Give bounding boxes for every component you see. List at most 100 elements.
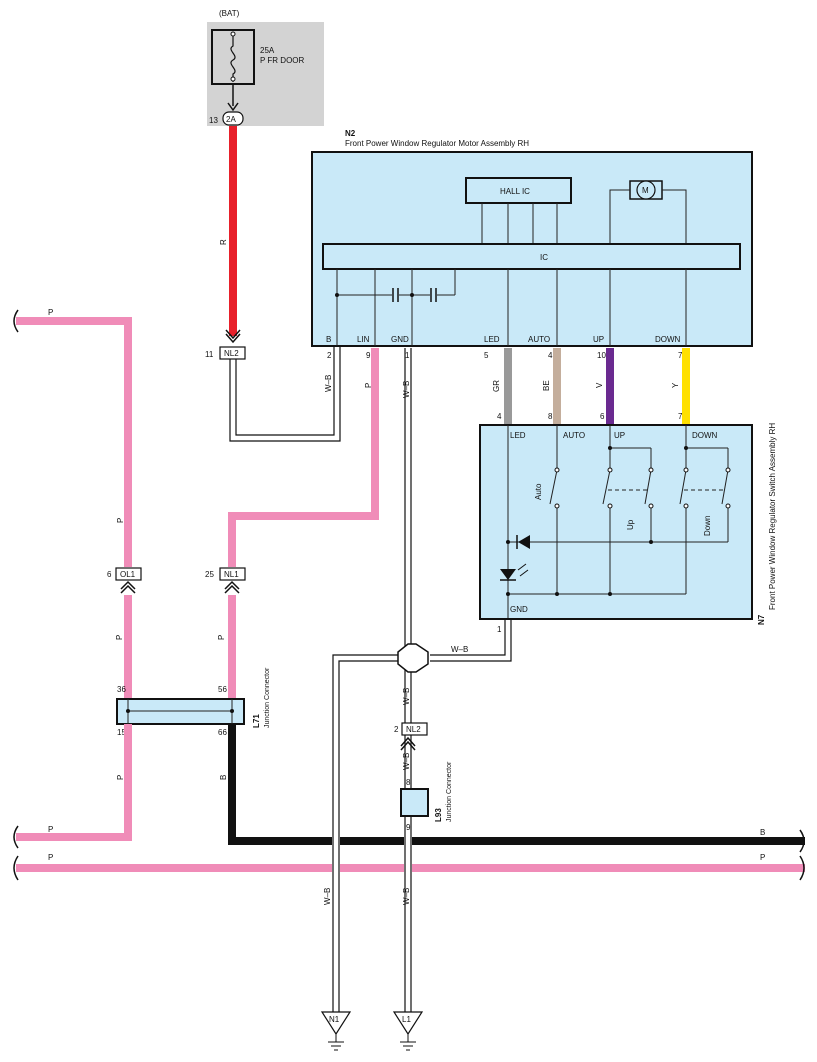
nl2-top-label: NL2 xyxy=(224,349,239,358)
wire-label-p-bottom-3: P xyxy=(760,853,765,862)
n2-pin-1: 1 xyxy=(405,351,410,360)
l71-id: L71 xyxy=(252,714,261,728)
wire-black-b xyxy=(228,724,805,845)
wire-pink-lin xyxy=(228,348,379,567)
wire-label-wb-1: W–B xyxy=(324,375,333,392)
l93-pin-8: 8 xyxy=(406,778,411,787)
n2-term-gnd: GND xyxy=(391,335,409,344)
n2-title: Front Power Window Regulator Motor Assem… xyxy=(345,139,529,148)
ic-label: IC xyxy=(540,253,548,262)
wire-wb-b xyxy=(229,346,341,442)
motor-icon xyxy=(636,180,656,200)
wire-gray xyxy=(504,348,512,425)
wire-label-r: R xyxy=(219,239,228,245)
wire-label-p-lin: P xyxy=(364,383,373,388)
switch-label-up: Up xyxy=(626,519,635,530)
n2-pin-2: 2 xyxy=(327,351,332,360)
l71-pin-56: 56 xyxy=(218,685,227,694)
l71-pin-66: 66 xyxy=(218,728,227,737)
n2-id: N2 xyxy=(345,129,356,138)
motor-label: M xyxy=(642,186,649,195)
n7-term-gnd: GND xyxy=(510,605,528,614)
fuse-source: (BAT) xyxy=(219,9,240,18)
n2-term-led: LED xyxy=(484,335,500,344)
n2-term-up: UP xyxy=(593,335,604,344)
l93-box xyxy=(400,788,429,817)
l93-pin-9: 9 xyxy=(406,823,411,832)
connector-ol1 xyxy=(115,567,142,581)
wire-label-p-nl1: P xyxy=(217,635,226,640)
n2-term-down: DOWN xyxy=(655,335,681,344)
nl1-pin: 25 xyxy=(205,570,214,579)
n2-pin-5: 5 xyxy=(484,351,489,360)
wire-pink-left-bottom xyxy=(16,724,132,841)
ground-n1-label: N1 xyxy=(329,1015,340,1024)
n7-title: Front Power Window Regulator Switch Asse… xyxy=(768,423,777,610)
n7-term-up: UP xyxy=(614,431,625,440)
n2-pin-4: 4 xyxy=(548,351,553,360)
wire-wb-n1 xyxy=(332,654,398,1012)
n7-id: N7 xyxy=(757,614,766,625)
wire-yellow xyxy=(682,348,690,425)
connector-nl1 xyxy=(219,567,246,581)
wire-wb-n7 xyxy=(430,619,512,662)
connector-nl2-bottom xyxy=(401,722,428,736)
n2-term-b: B xyxy=(326,335,331,344)
connector-nl2-top xyxy=(219,346,246,360)
wire-pink-nl1-l71 xyxy=(228,595,236,699)
diode-icon xyxy=(518,535,530,549)
led-icon xyxy=(500,569,516,580)
wire-label-wb-6: W–B xyxy=(323,888,332,905)
wire-label-v: V xyxy=(595,382,604,388)
n7-term-led: LED xyxy=(510,431,526,440)
fuse-connector-label: 2A xyxy=(226,115,236,124)
n7-pin-1: 1 xyxy=(497,625,502,634)
fuse-box xyxy=(207,22,324,126)
nl2-bottom-pin: 2 xyxy=(394,725,399,734)
ic-box xyxy=(322,243,741,270)
ground-n1 xyxy=(320,1011,352,1036)
n7-circuit xyxy=(500,425,731,618)
hall-ic-box xyxy=(465,177,572,204)
fuse-name: P FR DOOR xyxy=(260,56,305,65)
nl1-label: NL1 xyxy=(224,570,239,579)
wire-label-be: BE xyxy=(542,380,551,391)
n2-term-lin: LIN xyxy=(357,335,370,344)
wire-wb-gnd xyxy=(404,348,412,1020)
n7-pin-6: 6 xyxy=(600,412,605,421)
wire-label-gr: GR xyxy=(492,380,501,392)
wire-label-wb-2: W–B xyxy=(402,381,411,398)
l71-pin-36: 36 xyxy=(117,685,126,694)
n7-pin-8: 8 xyxy=(548,412,553,421)
switch-label-down: Down xyxy=(703,516,712,536)
l93-id: L93 xyxy=(434,808,443,822)
wire-label-p-left-2: P xyxy=(115,635,124,640)
fuse-connector-2a xyxy=(222,111,244,126)
n7-pin-4: 4 xyxy=(497,412,502,421)
wire-label-p-top: P xyxy=(48,308,53,317)
wb-crossings xyxy=(332,836,412,873)
wire-label-wb-4: W–B xyxy=(402,688,411,705)
n2-pin-9: 9 xyxy=(366,351,371,360)
ol1-pin: 6 xyxy=(107,570,112,579)
l71-desc: Junction Connector xyxy=(264,667,271,728)
wire-red xyxy=(229,126,237,336)
wire-label-wb-5: W–B xyxy=(402,753,411,770)
wire-label-b-2: B xyxy=(760,828,765,837)
n7-box xyxy=(479,424,753,620)
ground-l1 xyxy=(392,1011,424,1036)
wire-violet xyxy=(606,348,614,425)
wire-label-y: Y xyxy=(671,382,680,388)
nl2-bottom-label: NL2 xyxy=(406,725,421,734)
wire-pink-left-top xyxy=(16,317,132,567)
wire-label-p-left-3: P xyxy=(116,775,125,780)
switch-label-auto: Auto xyxy=(534,483,543,500)
nl2-top-pin: 11 xyxy=(205,350,214,359)
n2-pin-10: 10 xyxy=(597,351,606,360)
wire-label-p-bottom-2: P xyxy=(48,853,53,862)
fuse-rating: 25A xyxy=(260,46,275,55)
ground-l1-label: L1 xyxy=(402,1015,411,1024)
n7-pin-7: 7 xyxy=(678,412,683,421)
wire-label-wb-7: W–B xyxy=(402,888,411,905)
